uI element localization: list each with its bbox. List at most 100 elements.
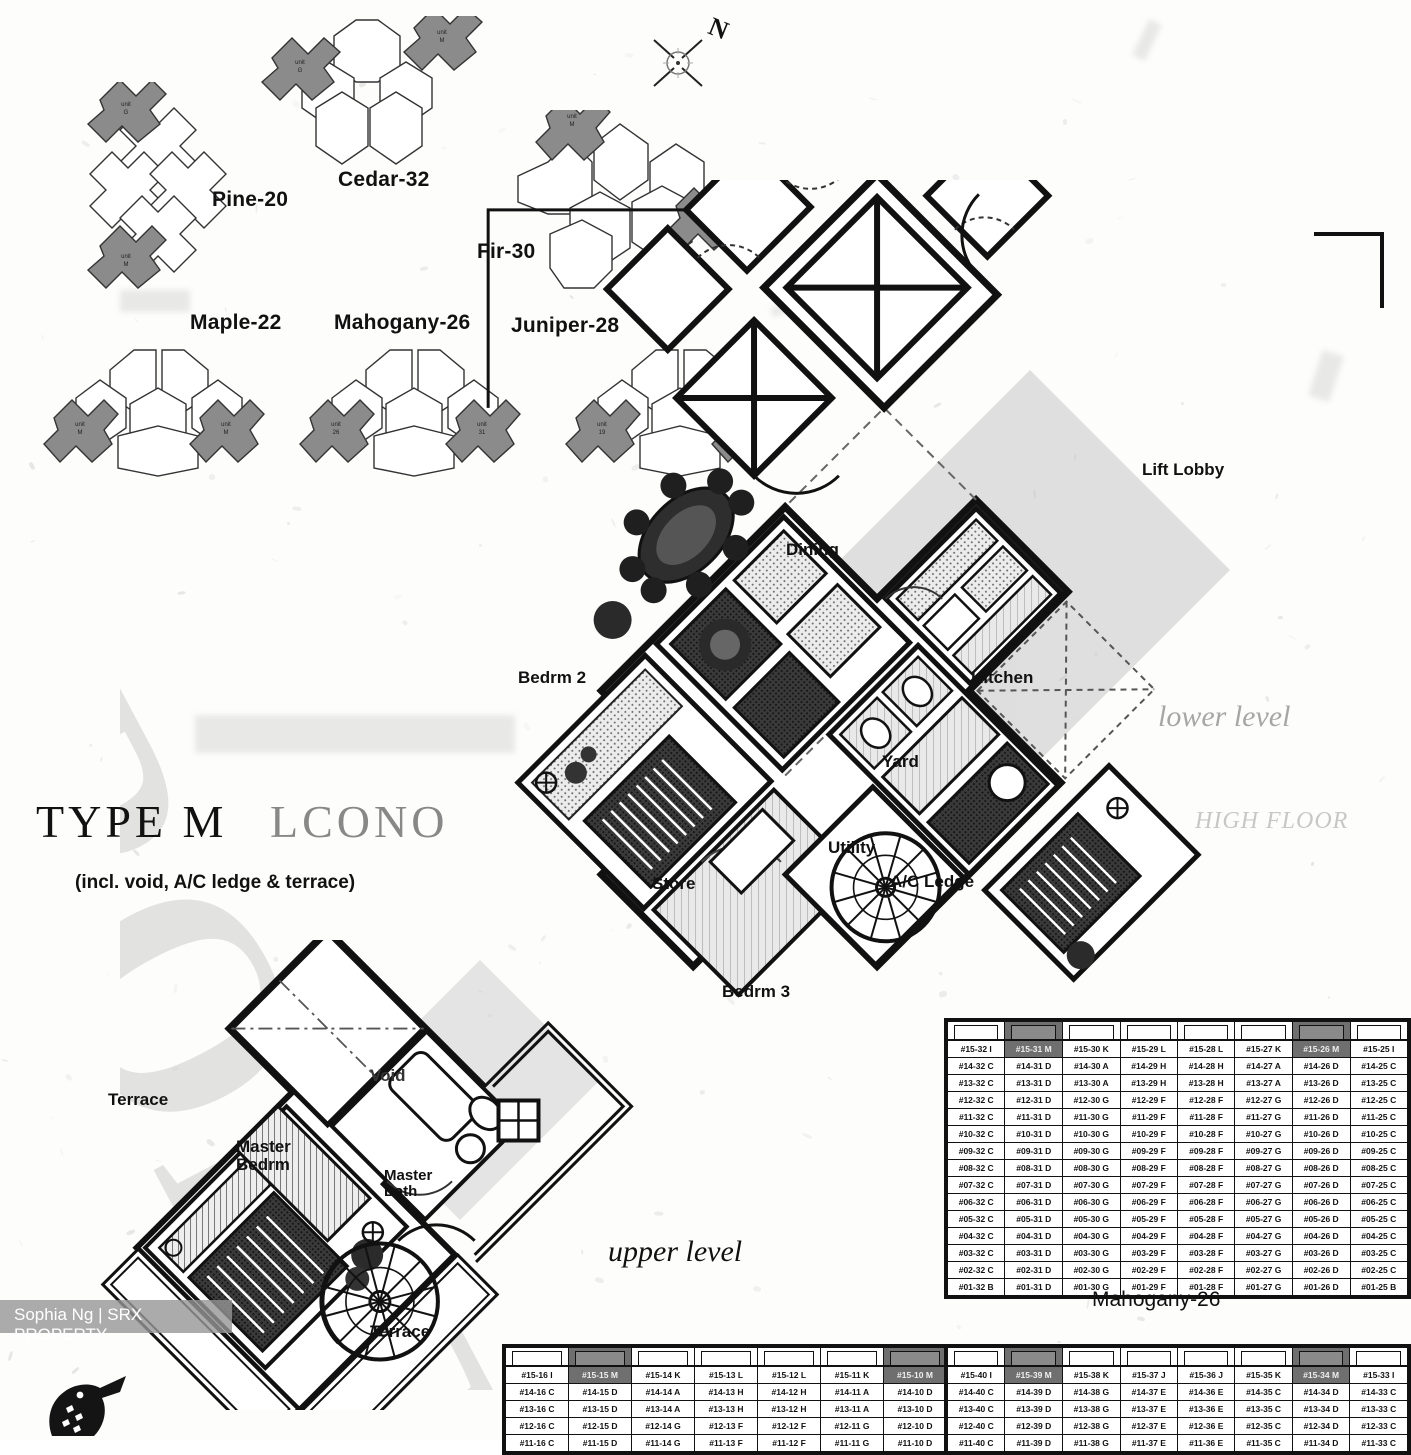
unit-cell[interactable]: #06-32 C xyxy=(946,1193,1006,1211)
unit-cell[interactable]: #15-38 K xyxy=(1062,1365,1121,1384)
unit-cell[interactable]: #12-15 D xyxy=(568,1417,632,1435)
unit-cell[interactable]: #14-12 H xyxy=(757,1383,821,1401)
unit-cell[interactable]: #14-14 A xyxy=(631,1383,695,1401)
unit-cell[interactable]: #09-27 G xyxy=(1234,1142,1293,1160)
unit-cell[interactable]: #14-32 C xyxy=(946,1057,1006,1075)
unit-cell[interactable]: #11-37 E xyxy=(1119,1434,1179,1452)
unit-cell[interactable]: #10-25 C xyxy=(1349,1125,1409,1143)
unit-cell[interactable]: #12-27 G xyxy=(1234,1091,1293,1109)
unit-cell[interactable]: #02-29 F xyxy=(1119,1261,1178,1279)
unit-cell[interactable]: #05-32 C xyxy=(946,1210,1006,1228)
unit-cell[interactable]: #09-28 F xyxy=(1176,1142,1236,1160)
unit-cell[interactable]: #01-28 F xyxy=(1176,1278,1236,1296)
unit-cell[interactable]: #14-25 C xyxy=(1349,1057,1409,1075)
unit-cell[interactable]: #06-30 G xyxy=(1062,1193,1121,1211)
unit-cell[interactable]: #12-38 G xyxy=(1062,1417,1121,1435)
unit-cell[interactable]: #01-26 D xyxy=(1291,1278,1351,1296)
unit-cell[interactable]: #13-34 D xyxy=(1291,1400,1351,1418)
unit-cell[interactable]: #15-36 J xyxy=(1177,1365,1236,1384)
unit-cell[interactable]: #02-30 G xyxy=(1062,1261,1121,1279)
unit-cell[interactable]: #10-27 G xyxy=(1234,1125,1293,1143)
unit-cell[interactable]: #02-31 D xyxy=(1004,1261,1064,1279)
unit-cell[interactable]: #12-26 D xyxy=(1291,1091,1351,1109)
unit-cell[interactable]: #08-27 G xyxy=(1234,1159,1293,1177)
unit-cell[interactable]: #03-27 G xyxy=(1234,1244,1293,1262)
unit-cell[interactable]: #04-27 G xyxy=(1234,1227,1293,1245)
unit-cell[interactable]: #07-25 C xyxy=(1349,1176,1409,1194)
unit-cell[interactable]: #14-38 G xyxy=(1062,1383,1121,1401)
unit-cell[interactable]: #15-31 M xyxy=(1004,1039,1064,1058)
unit-cell[interactable]: #03-29 F xyxy=(1119,1244,1178,1262)
unit-cell[interactable]: #13-11 A xyxy=(820,1400,884,1418)
unit-cell[interactable]: #11-16 C xyxy=(505,1434,569,1452)
unit-cell[interactable]: #13-33 C xyxy=(1349,1400,1408,1418)
unit-cell[interactable]: #04-30 G xyxy=(1062,1227,1121,1245)
unit-cell[interactable]: #13-13 H xyxy=(694,1400,758,1418)
unit-cell[interactable]: #12-39 D xyxy=(1004,1417,1064,1435)
unit-cell[interactable]: #11-36 E xyxy=(1177,1434,1236,1452)
unit-cell[interactable]: #05-28 F xyxy=(1176,1210,1236,1228)
unit-cell[interactable]: #06-29 F xyxy=(1119,1193,1178,1211)
unit-cell[interactable]: #13-12 H xyxy=(757,1400,821,1418)
unit-cell[interactable]: #12-16 C xyxy=(505,1417,569,1435)
unit-cell[interactable]: #15-29 L xyxy=(1119,1039,1178,1058)
unit-cell[interactable]: #10-31 D xyxy=(1004,1125,1064,1143)
unit-cell[interactable]: #04-25 C xyxy=(1349,1227,1409,1245)
unit-cell[interactable]: #08-28 F xyxy=(1176,1159,1236,1177)
unit-cell[interactable]: #13-10 D xyxy=(883,1400,947,1418)
unit-cell[interactable]: #15-32 I xyxy=(946,1039,1006,1058)
unit-cell[interactable]: #11-40 C xyxy=(946,1434,1006,1452)
unit-cell[interactable]: #13-29 H xyxy=(1119,1074,1178,1092)
unit-cell[interactable]: #12-35 C xyxy=(1234,1417,1293,1435)
unit-cell[interactable]: #07-32 C xyxy=(946,1176,1006,1194)
unit-cell[interactable]: #03-30 G xyxy=(1062,1244,1121,1262)
unit-cell[interactable]: #07-30 G xyxy=(1062,1176,1121,1194)
unit-cell[interactable]: #11-15 D xyxy=(568,1434,632,1452)
unit-cell[interactable]: #10-29 F xyxy=(1119,1125,1178,1143)
unit-cell[interactable]: #04-26 D xyxy=(1291,1227,1351,1245)
unit-cell[interactable]: #08-30 G xyxy=(1062,1159,1121,1177)
unit-cell[interactable]: #07-29 F xyxy=(1119,1176,1178,1194)
unit-cell[interactable]: #09-25 C xyxy=(1349,1142,1409,1160)
unit-cell[interactable]: #13-14 A xyxy=(631,1400,695,1418)
unit-cell[interactable]: #14-30 A xyxy=(1062,1057,1121,1075)
unit-cell[interactable]: #15-40 I xyxy=(946,1365,1006,1384)
unit-cell[interactable]: #11-29 F xyxy=(1119,1108,1178,1126)
upper-level-floor-plan[interactable] xyxy=(40,940,740,1410)
unit-cell[interactable]: #04-32 C xyxy=(946,1227,1006,1245)
unit-cell[interactable]: #13-27 A xyxy=(1234,1074,1293,1092)
unit-cell[interactable]: #08-25 C xyxy=(1349,1159,1409,1177)
unit-cell[interactable]: #06-26 D xyxy=(1291,1193,1351,1211)
unit-cell[interactable]: #15-26 M xyxy=(1291,1039,1351,1058)
unit-cell[interactable]: #08-26 D xyxy=(1291,1159,1351,1177)
unit-cell[interactable]: #15-15 M xyxy=(568,1365,632,1384)
unit-cell[interactable]: #13-16 C xyxy=(505,1400,569,1418)
unit-cell[interactable]: #10-32 C xyxy=(946,1125,1006,1143)
unit-cell[interactable]: #11-28 F xyxy=(1176,1108,1236,1126)
unit-cell[interactable]: #01-25 B xyxy=(1349,1278,1409,1296)
unit-cell[interactable]: #01-27 G xyxy=(1234,1278,1293,1296)
unit-cell[interactable]: #02-32 C xyxy=(946,1261,1006,1279)
unit-cell[interactable]: #15-10 M xyxy=(883,1365,947,1384)
unit-cell[interactable]: #14-15 D xyxy=(568,1383,632,1401)
unit-cell[interactable]: #05-31 D xyxy=(1004,1210,1064,1228)
unit-cell[interactable]: #12-25 C xyxy=(1349,1091,1409,1109)
unit-cell[interactable]: #03-31 D xyxy=(1004,1244,1064,1262)
unit-cell[interactable]: #14-39 D xyxy=(1004,1383,1064,1401)
unit-cell[interactable]: #03-26 D xyxy=(1291,1244,1351,1262)
unit-cell[interactable]: #11-12 F xyxy=(757,1434,821,1452)
unit-cell[interactable]: #12-10 D xyxy=(883,1417,947,1435)
unit-cell[interactable]: #11-27 G xyxy=(1234,1108,1293,1126)
unit-cell[interactable]: #11-30 G xyxy=(1062,1108,1121,1126)
unit-cell[interactable]: #04-29 F xyxy=(1119,1227,1178,1245)
unit-cell[interactable]: #15-27 K xyxy=(1234,1039,1293,1058)
unit-cell[interactable]: #11-13 F xyxy=(694,1434,758,1452)
unit-cell[interactable]: #14-27 A xyxy=(1234,1057,1293,1075)
unit-cell[interactable]: #12-36 E xyxy=(1177,1417,1236,1435)
unit-cell[interactable]: #14-28 H xyxy=(1176,1057,1236,1075)
